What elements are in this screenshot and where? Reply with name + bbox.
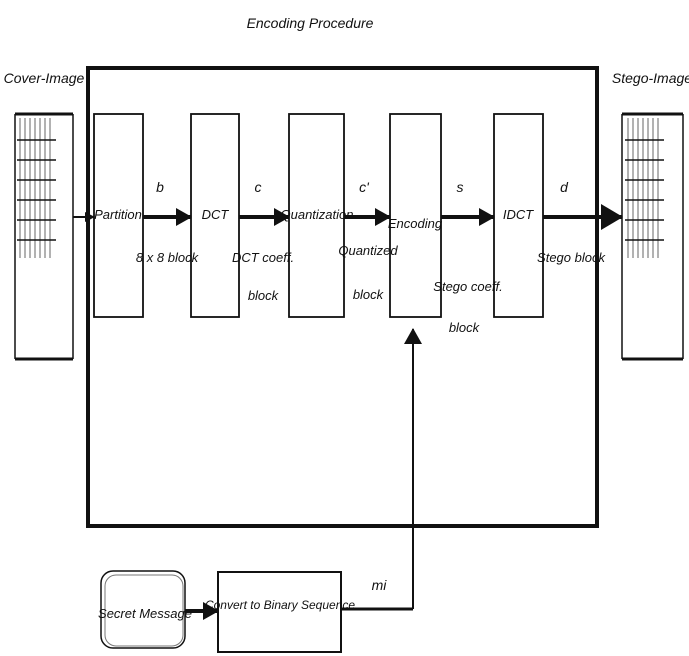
quantization-label: Quantization [281, 207, 354, 222]
signal-mi: mi [372, 577, 388, 593]
convert-binary-box: Convert to Binary Sequence [205, 572, 355, 652]
encoding-label: Encoding [388, 216, 443, 231]
idct-label: IDCT [503, 207, 534, 222]
dct-block: DCT [191, 114, 239, 317]
signal-s: s [457, 179, 464, 195]
label-8x8-block: 8 x 8 block [136, 250, 200, 265]
signal-d: d [560, 179, 569, 195]
label-quantized-line2: block [353, 287, 385, 302]
cover-image [15, 114, 73, 359]
stego-image-label: Stego-Image [612, 70, 689, 86]
label-stego-coeff-line2: block [449, 320, 481, 335]
signal-b: b [156, 179, 164, 195]
dct-label: DCT [202, 207, 230, 222]
secret-message-label: Secret Message [98, 606, 192, 621]
partition-label: Partition [94, 207, 142, 222]
label-quantized-line1: Quantized [338, 243, 398, 258]
label-stego-block: Stego block [537, 250, 606, 265]
secret-message-box: Secret Message [98, 571, 192, 648]
quantization-block: Quantization [281, 114, 354, 317]
signal-c: c [255, 179, 262, 195]
label-dct-coeff-line1: DCT coeff. [232, 250, 294, 265]
partition-block: Partition [94, 114, 143, 317]
convert-binary-label: Convert to Binary Sequence [205, 598, 355, 612]
signal-c-prime: c' [359, 179, 370, 195]
diagram-title: Encoding Procedure [247, 15, 374, 31]
stego-image [622, 114, 683, 359]
cover-image-label: Cover-Image [4, 70, 85, 86]
label-dct-coeff-line2: block [248, 288, 280, 303]
label-stego-coeff-line1: Stego coeff. [433, 279, 502, 294]
